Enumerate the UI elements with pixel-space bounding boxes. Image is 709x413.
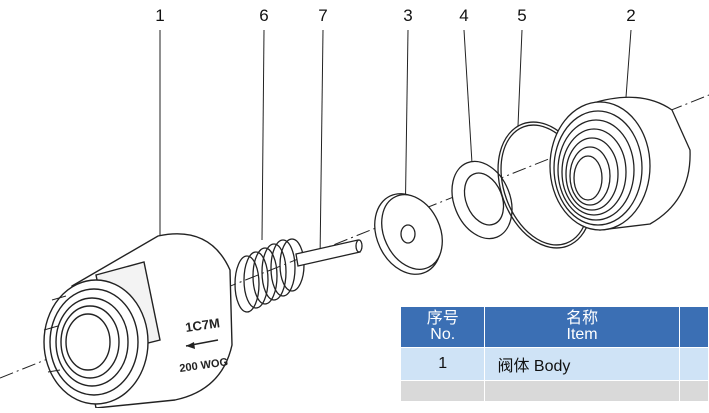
callout-7: 7 — [318, 6, 328, 25]
callout-6: 6 — [259, 6, 269, 25]
header-no: 序号 No. — [399, 306, 486, 348]
callout-1: 1 — [155, 6, 165, 25]
callout-4: 4 — [459, 6, 469, 25]
table-row-empty — [399, 380, 709, 402]
part-4-ring — [451, 160, 513, 240]
row-extra — [678, 347, 709, 381]
callout-5: 5 — [517, 6, 527, 25]
part-6-spring — [234, 238, 305, 313]
part-7-stem — [295, 239, 363, 267]
row-no: 1 — [399, 347, 486, 381]
callout-2: 2 — [626, 6, 636, 25]
header-no-en: No. — [430, 326, 456, 343]
parts-table: 序号 No. 名称 Item 1 阀体 Body — [399, 306, 709, 402]
flow-marking: 1C7M — [184, 315, 220, 335]
table-row: 1 阀体 Body — [399, 347, 709, 381]
header-item-cn: 名称 — [566, 310, 599, 327]
header-extra — [678, 306, 709, 348]
part-2-end-connector — [549, 96, 691, 231]
row-item: 阀体 Body — [484, 347, 680, 381]
header-no-cn: 序号 — [426, 310, 459, 327]
header-item: 名称 Item — [484, 306, 680, 348]
part-3-washer — [374, 193, 443, 275]
table-header-row: 序号 No. 名称 Item — [399, 306, 709, 348]
part-1-valve-body — [43, 233, 233, 409]
header-item-en: Item — [566, 326, 598, 343]
callout-3: 3 — [403, 6, 413, 25]
